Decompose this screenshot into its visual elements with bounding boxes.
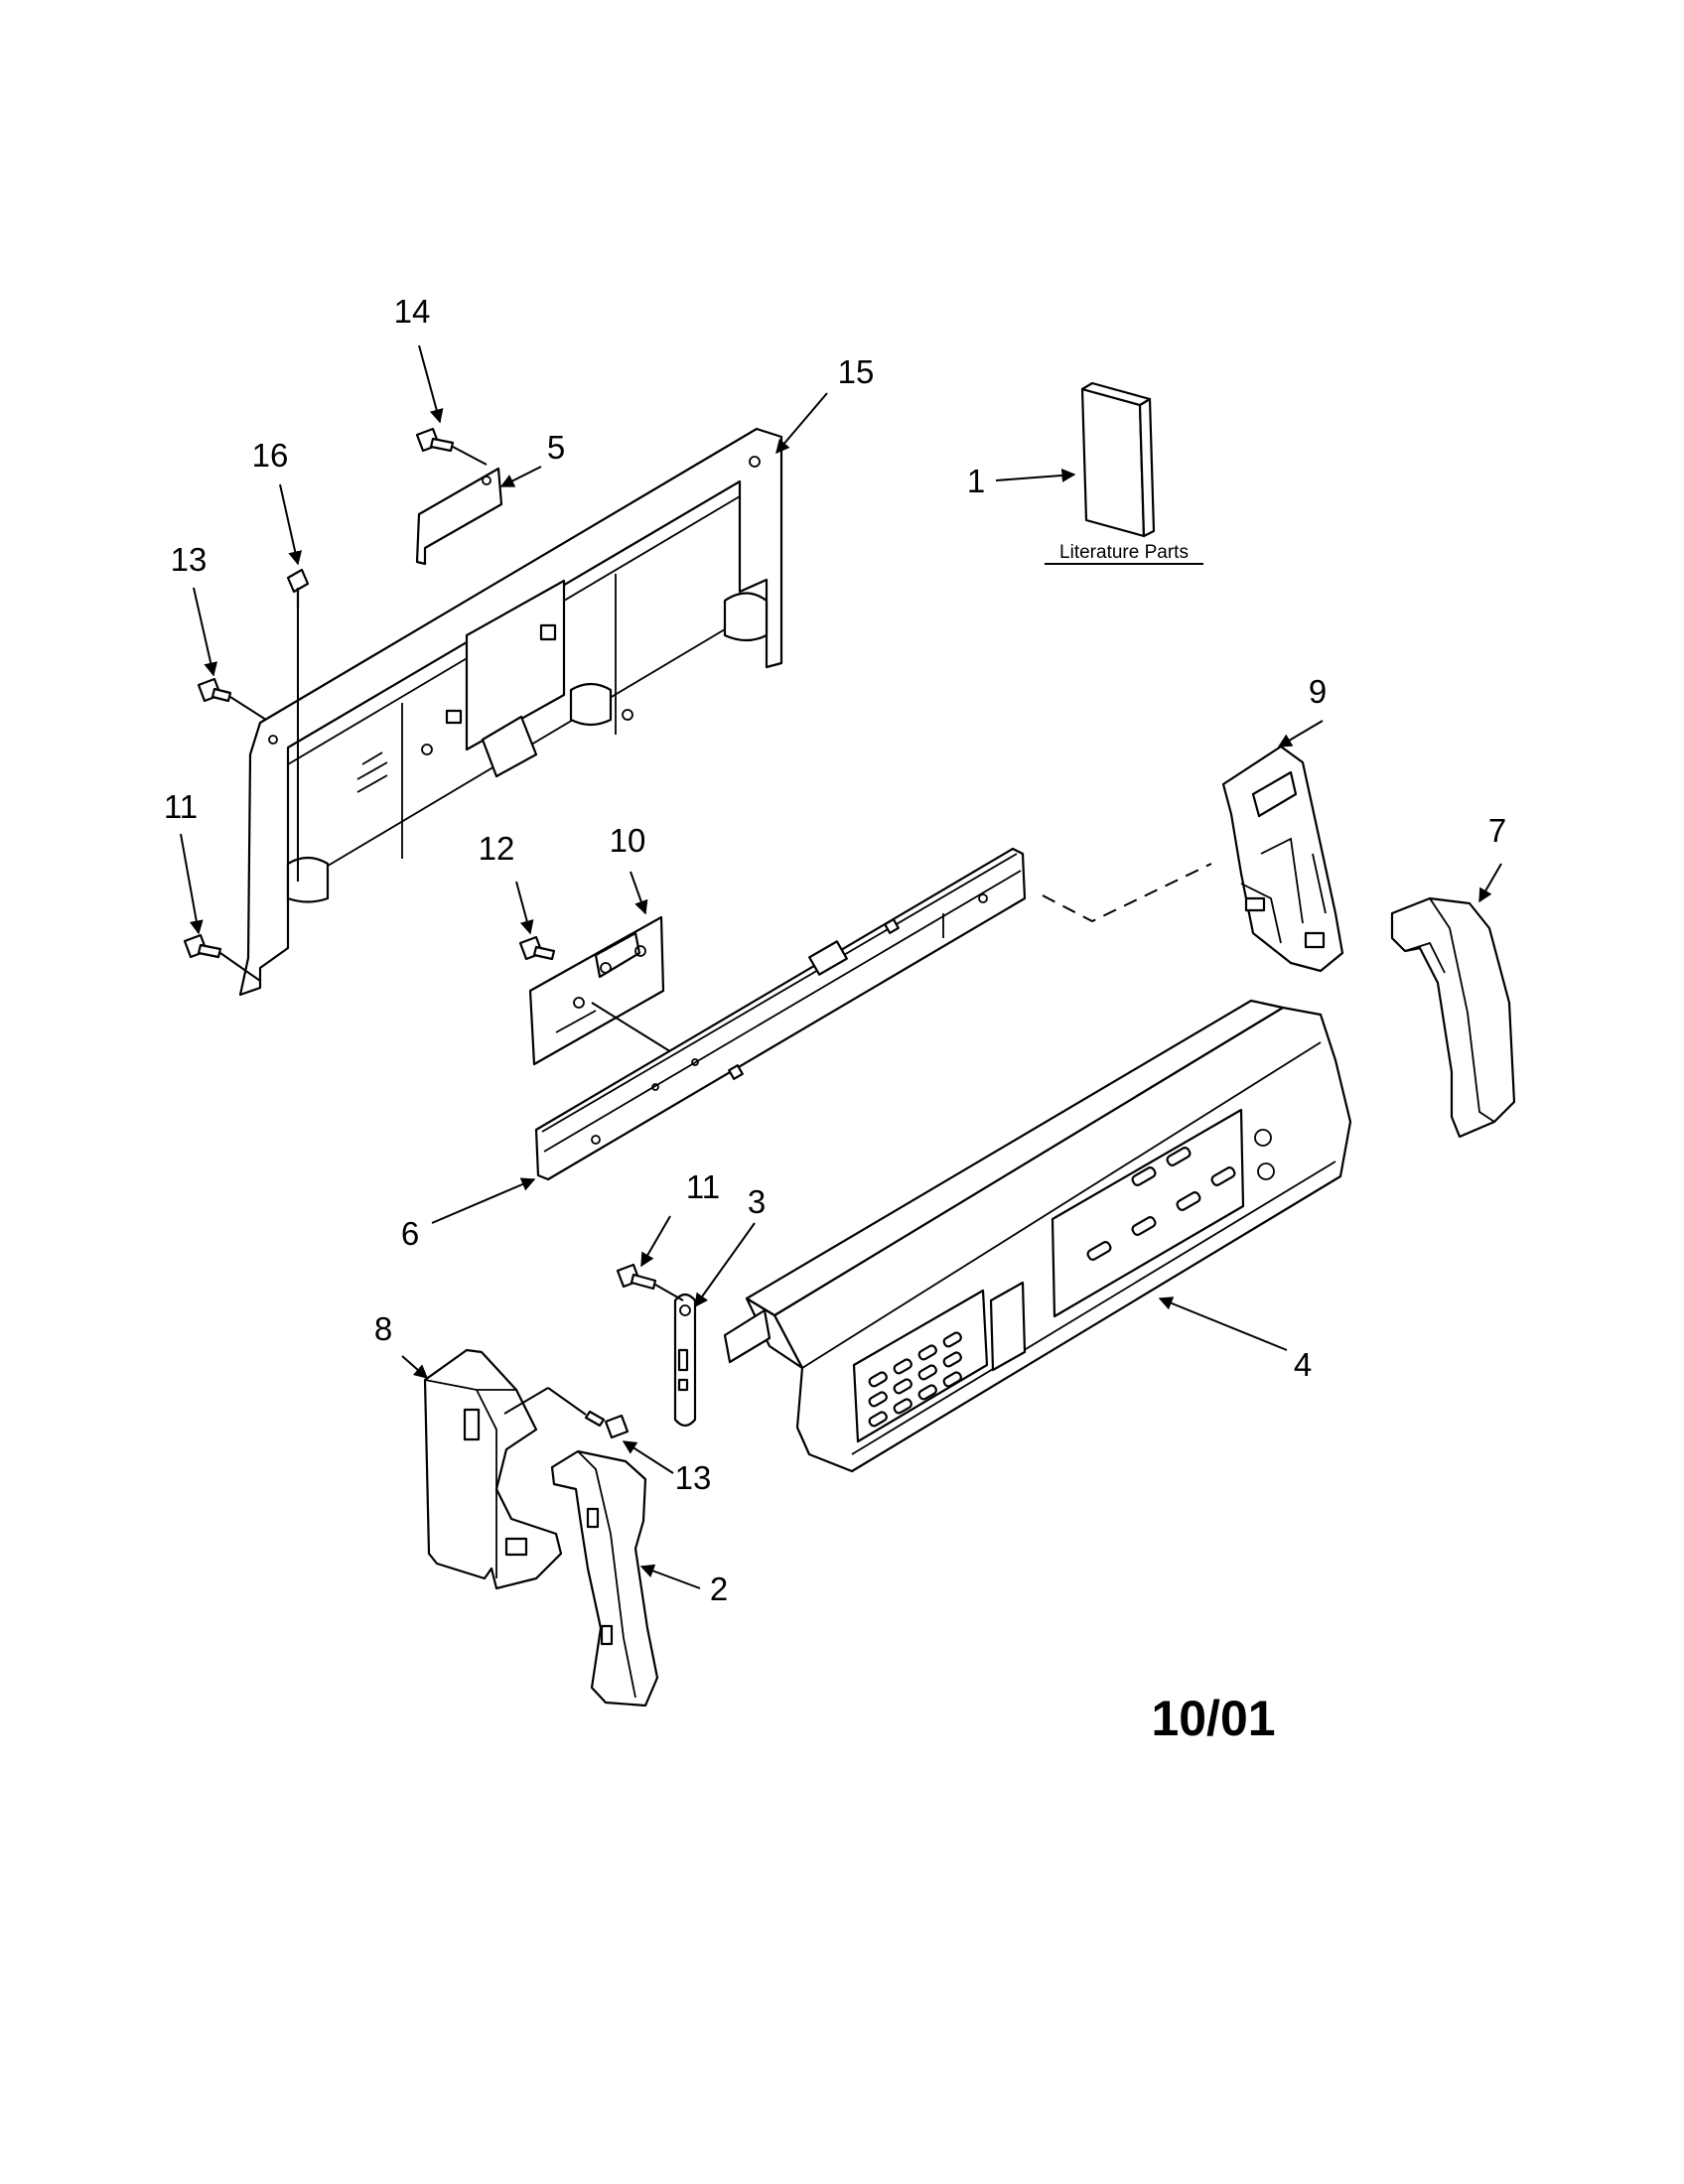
part-screw-13-lower xyxy=(503,1387,630,1439)
part-channel-6 xyxy=(534,847,1027,1181)
callout-1: 1 xyxy=(967,463,985,499)
part-control-panel-4 xyxy=(723,999,1352,1473)
part-end-cap-left-8 xyxy=(423,1348,563,1590)
part-screw-16 xyxy=(286,568,310,882)
part-bracket-5 xyxy=(415,467,503,566)
dashed-connection xyxy=(1042,863,1212,923)
callout-11-middle: 11 xyxy=(686,1168,720,1205)
literature-parts-label: Literature Parts xyxy=(1059,542,1189,563)
callout-8: 8 xyxy=(374,1310,392,1347)
date-code: 10/01 xyxy=(1151,1691,1275,1746)
leader-arrows xyxy=(180,344,1502,1589)
callout-4: 4 xyxy=(1294,1346,1312,1383)
callout-labels: 14 15 5 16 13 1 11 12 10 9 7 6 11 3 4 8 … xyxy=(164,293,1506,1607)
callout-13-lower: 13 xyxy=(675,1459,712,1496)
part-screw-11-left xyxy=(183,933,261,982)
part-literature-book xyxy=(1045,381,1203,565)
callout-11-left: 11 xyxy=(164,788,198,825)
part-screw-13-top xyxy=(197,677,267,721)
callout-16: 16 xyxy=(252,437,289,474)
part-pcb-bracket-10 xyxy=(528,915,665,1066)
callout-9: 9 xyxy=(1309,673,1327,710)
callout-14: 14 xyxy=(394,293,431,330)
part-side-trim-left-2 xyxy=(550,1449,659,1707)
callout-3: 3 xyxy=(748,1183,766,1220)
callout-6: 6 xyxy=(401,1215,419,1252)
part-screw-11-middle xyxy=(616,1263,684,1301)
callout-7: 7 xyxy=(1488,812,1506,849)
part-bracket-3 xyxy=(673,1293,697,1428)
part-rear-panel-bracket xyxy=(238,427,783,997)
part-screw-12 xyxy=(518,935,682,1059)
part-screw-14 xyxy=(415,427,488,466)
callout-13-top: 13 xyxy=(171,541,208,578)
callout-5: 5 xyxy=(547,429,565,466)
callout-12: 12 xyxy=(479,830,515,867)
part-side-trim-right-7 xyxy=(1390,896,1516,1139)
callout-10: 10 xyxy=(610,822,646,859)
callout-2: 2 xyxy=(710,1570,728,1607)
callout-15: 15 xyxy=(838,353,875,390)
part-end-cap-right-9 xyxy=(1221,745,1344,973)
